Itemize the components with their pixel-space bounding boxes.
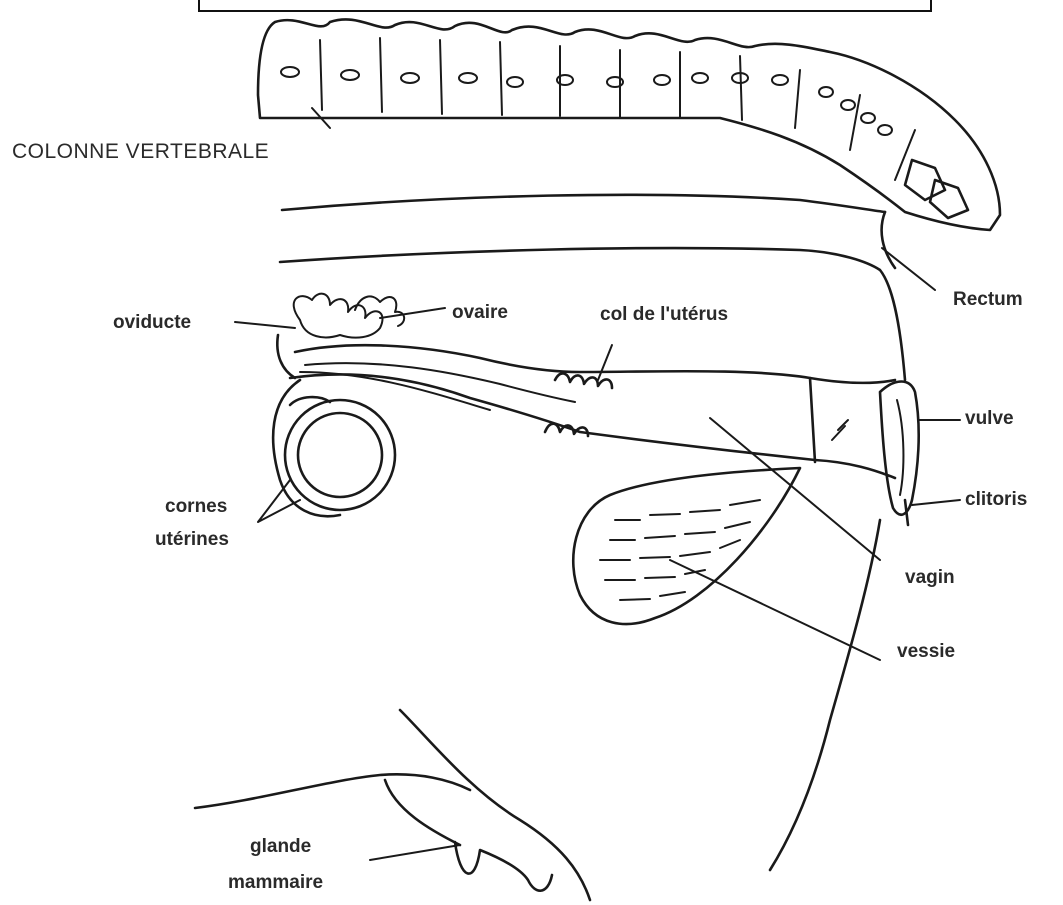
label-vagin: vagin — [905, 567, 955, 588]
label-rectum: Rectum — [953, 289, 1023, 310]
label-col-uterus: col de l'utérus — [600, 304, 728, 325]
label-vulve: vulve — [965, 408, 1014, 429]
reproductive-tract — [273, 294, 895, 517]
leader-lines — [235, 108, 960, 860]
label-glande-line1: glande — [250, 836, 311, 857]
label-oviducte: oviducte — [113, 312, 191, 333]
spinal-column — [258, 19, 1000, 230]
vagina-vulva — [810, 378, 919, 525]
rectum — [280, 195, 905, 380]
bladder — [573, 468, 800, 624]
label-glande-line2: mammaire — [228, 872, 323, 893]
label-cornes-line2: utérines — [155, 529, 229, 550]
label-cornes-line1: cornes — [165, 496, 227, 517]
label-colonne-vertebrale: COLONNE VERTEBRALE — [12, 140, 269, 163]
label-clitoris: clitoris — [965, 489, 1027, 510]
label-vessie: vessie — [897, 641, 955, 662]
label-ovaire: ovaire — [452, 302, 508, 323]
